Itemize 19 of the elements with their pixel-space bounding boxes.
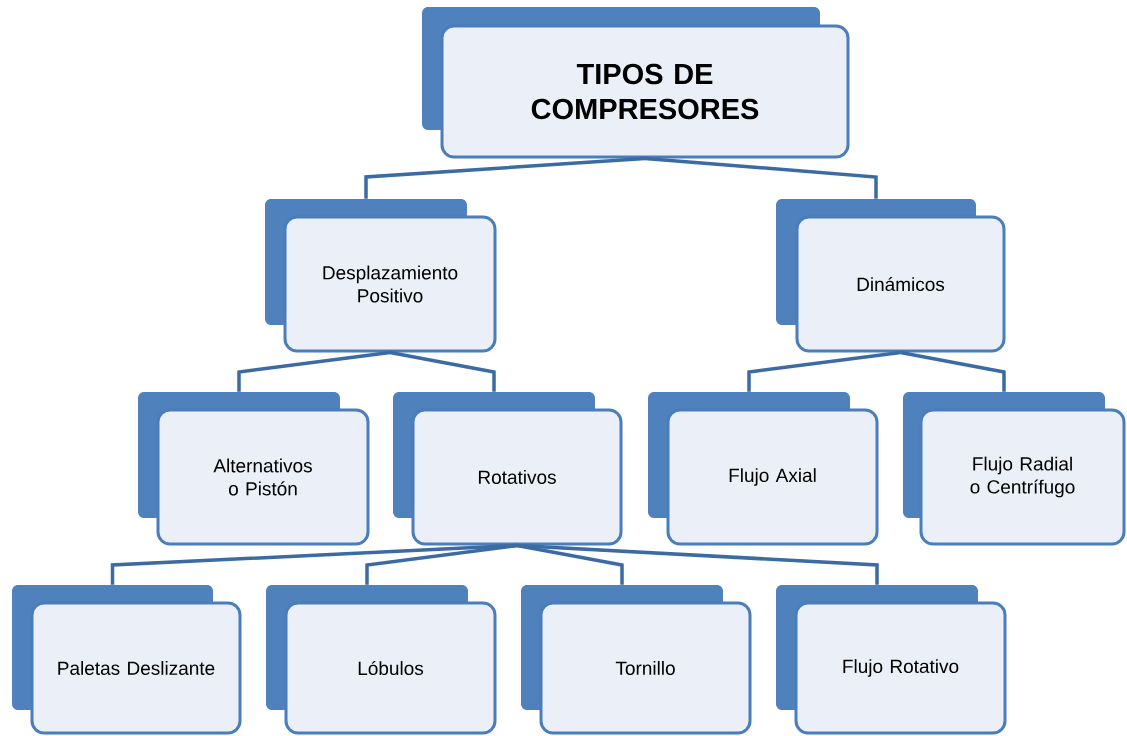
connector: [364, 156, 646, 199]
connector: [365, 543, 518, 585]
box: TIPOS DE COMPRESORES: [422, 7, 850, 159]
connector: [747, 350, 901, 392]
box: Flujo Rotativo: [776, 585, 1007, 735]
box: Alternativos o Pistón: [138, 392, 370, 546]
box: Desplazamiento Positivo: [265, 199, 497, 353]
box: Flujo Axial: [648, 392, 879, 546]
box: Lóbulos: [266, 585, 497, 735]
connector: [644, 156, 878, 199]
connector: [516, 543, 879, 585]
connector: [900, 350, 1006, 392]
connector: [389, 350, 496, 392]
box: Dinámicos: [776, 199, 1006, 353]
box: Flujo Radial o Centrífugo: [903, 392, 1126, 546]
connector: [237, 350, 391, 392]
box: Tornillo: [521, 585, 752, 735]
box: Rotativos: [393, 392, 623, 546]
box: Paletas Deslizante: [12, 585, 242, 735]
